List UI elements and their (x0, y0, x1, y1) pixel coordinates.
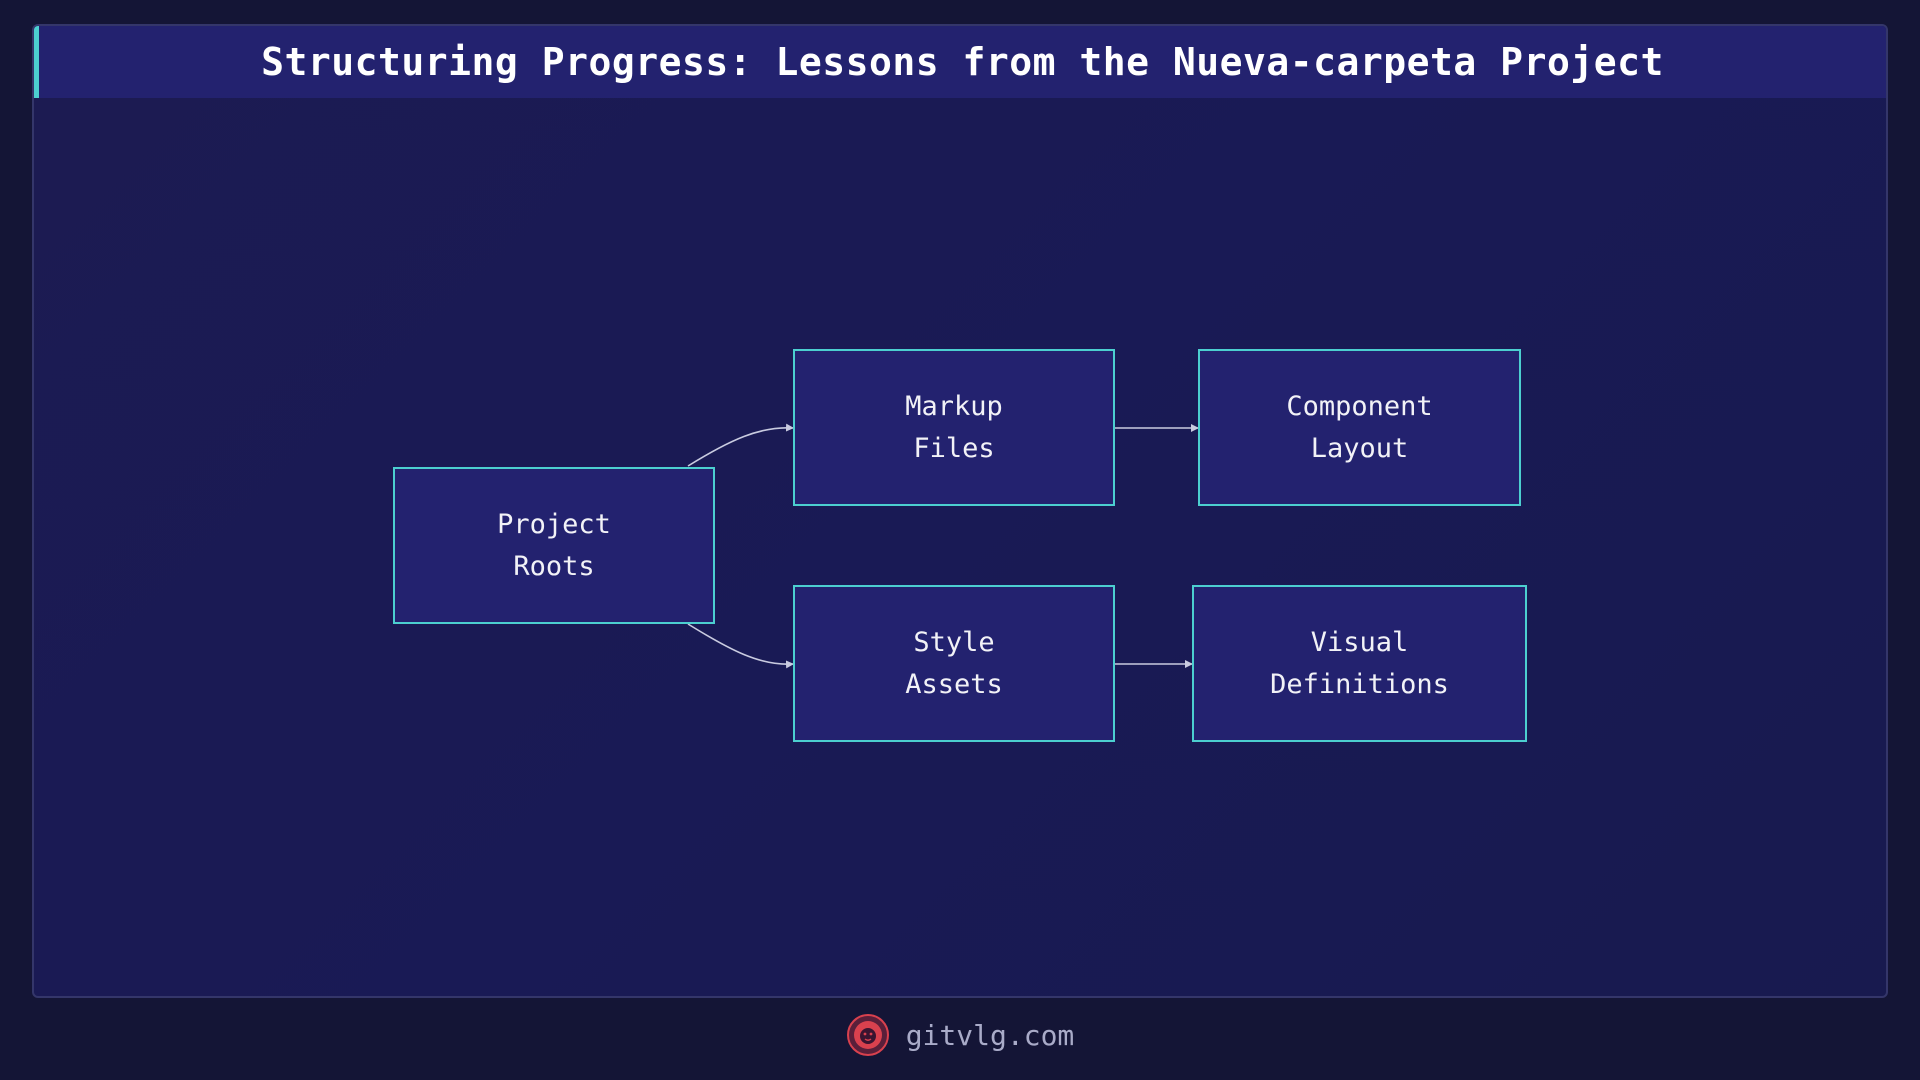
node-label-visual-definitions: Visual Definitions (1270, 626, 1449, 700)
diagram-panel: Structuring Progress: Lessons from the N… (32, 24, 1888, 998)
footer: gitvlg.com (0, 1010, 1920, 1060)
node-project-roots: Project Roots (393, 467, 715, 624)
node-style-assets: Style Assets (793, 585, 1115, 742)
node-visual-definitions: Visual Definitions (1192, 585, 1527, 742)
node-markup-files: Markup Files (793, 349, 1115, 506)
footer-site-link[interactable]: gitvlg.com (905, 1018, 1075, 1052)
node-label-markup-files: Markup Files (905, 390, 1003, 464)
node-label-style-assets: Style Assets (905, 626, 1003, 700)
node-label-component-layout: Component Layout (1286, 390, 1433, 464)
node-label-project-roots: Project Roots (497, 508, 611, 582)
page-title: Structuring Progress: Lessons from the N… (261, 40, 1664, 84)
node-component-layout: Component Layout (1198, 349, 1521, 506)
lion-logo-icon (846, 1014, 889, 1056)
title-bar: Structuring Progress: Lessons from the N… (34, 26, 1886, 98)
